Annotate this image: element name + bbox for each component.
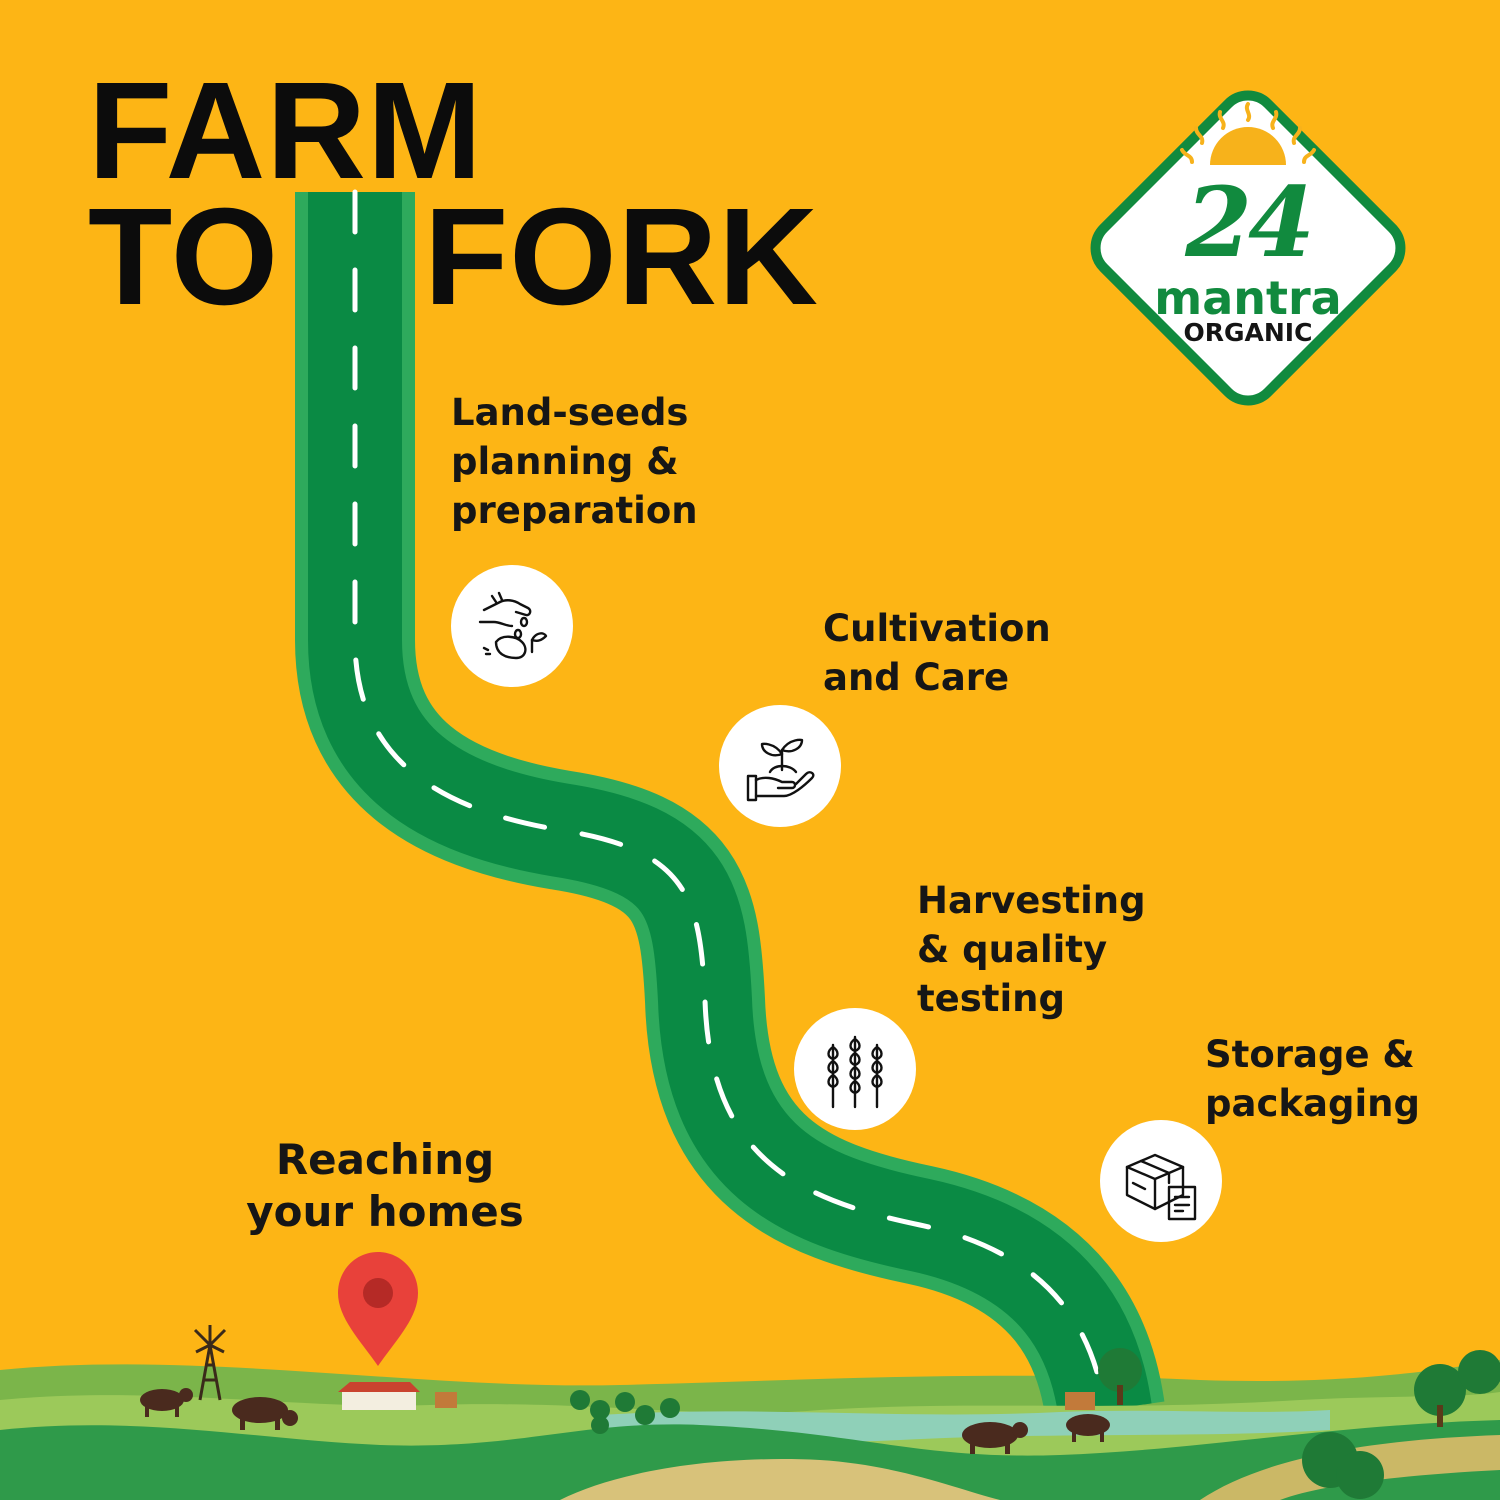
hand-sowing-seeds-icon [478,591,548,660]
step-icon-circle-harvesting [794,1008,916,1130]
step-label-harvesting: Harvesting & quality testing [917,879,1146,1020]
windmill [193,1325,227,1401]
step-icon-circle-storage [1100,1120,1222,1242]
wheat-stalk-left [827,1043,839,1109]
title-fork: FORK [424,180,819,334]
location-pin-icon [338,1252,418,1366]
wheat-icon [827,1035,883,1109]
brand-logo: 24 mantra ORGANIC [1070,70,1426,426]
logo-wordmark: mantra [1154,271,1342,325]
step-label-cultivation: Cultivation and Care [823,607,1051,699]
farmhouse [338,1382,1095,1410]
logo-number: 24 [1185,166,1315,279]
box-package-icon [1125,1153,1197,1221]
road-center-line [352,189,1108,1413]
step-label-reaching-homes: Reaching your homes [246,1135,524,1236]
step-icon-circle-cultivation [719,705,841,827]
field-path [560,1459,1000,1500]
sun-icon [1180,102,1316,165]
step-label-land-seeds: Land-seeds planning & preparation [451,391,698,532]
cows [140,1388,1110,1454]
step-icon-circle-land-seeds [451,565,573,687]
title-farm: FARM [88,54,483,208]
step-label-storage: Storage & packaging [1205,1033,1420,1125]
title-to: TO [88,180,280,334]
logo-subtitle: ORGANIC [1183,318,1313,347]
road [295,189,1165,1420]
trees [570,1348,1500,1499]
sprout-in-hand-icon [746,738,815,802]
wheat-stalk-middle [849,1035,861,1109]
wheat-stalk-right [871,1043,883,1109]
logo-diamond-badge [1090,90,1406,406]
